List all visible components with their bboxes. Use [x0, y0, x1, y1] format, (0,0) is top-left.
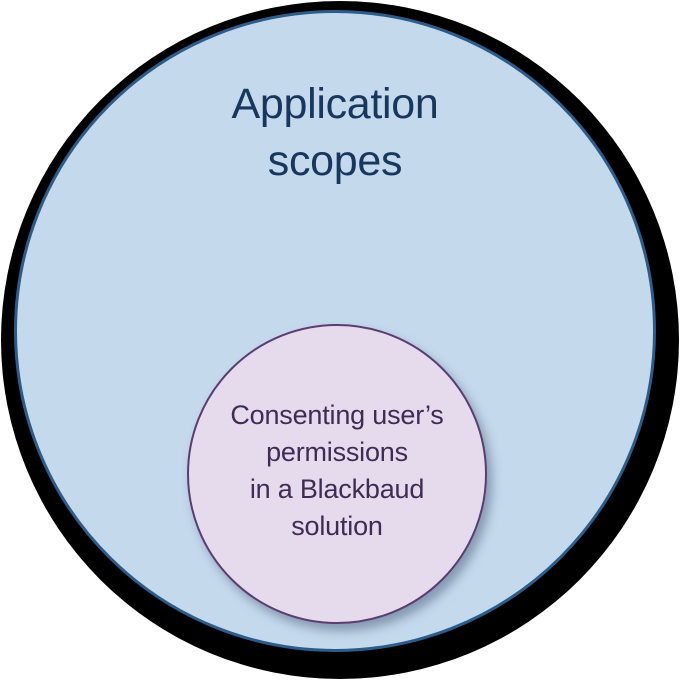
inner-circle-label-line4: solution: [291, 510, 383, 541]
outer-circle-label-line2: scopes: [267, 136, 403, 185]
inner-circle-label: Consenting user’s permissions in a Black…: [230, 397, 443, 545]
inner-circle-label-line1: Consenting user’s: [230, 400, 444, 431]
inner-circle-label-line3: in a Blackbaud: [249, 474, 425, 504]
inner-circle-label-line2: permissions: [266, 437, 408, 468]
inner-circle-consenting-user-permissions: Consenting user’s permissions in a Black…: [187, 324, 487, 624]
outer-circle-label-line1: Application: [231, 80, 439, 128]
outer-circle-label: Application scopes: [14, 76, 656, 190]
